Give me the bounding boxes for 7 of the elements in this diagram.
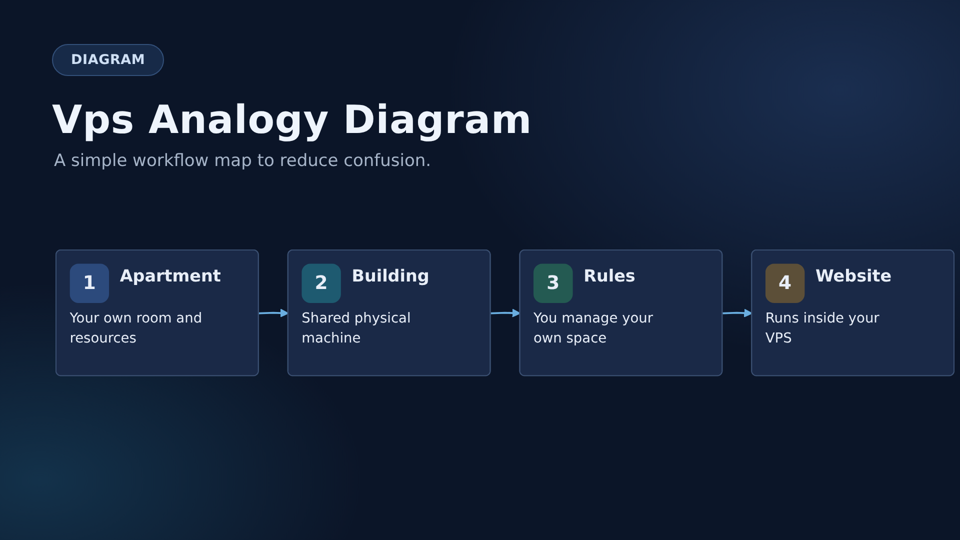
- category-tag: DIAGRAM: [52, 44, 164, 76]
- arrow: [258, 308, 289, 318]
- arrow: [490, 308, 521, 318]
- subtitle: A simple workflow map to reduce confusion.: [54, 150, 432, 172]
- arrow: [722, 308, 752, 318]
- flow-diagram: 1 Apartment Your own room and resources 2 Building Shared physical machine 3 Rules You manage your own space 4 Website Runs inside your VPS: [52, 246, 958, 380]
- diagram-title: Vps Analogy Diagram: [52, 97, 532, 145]
